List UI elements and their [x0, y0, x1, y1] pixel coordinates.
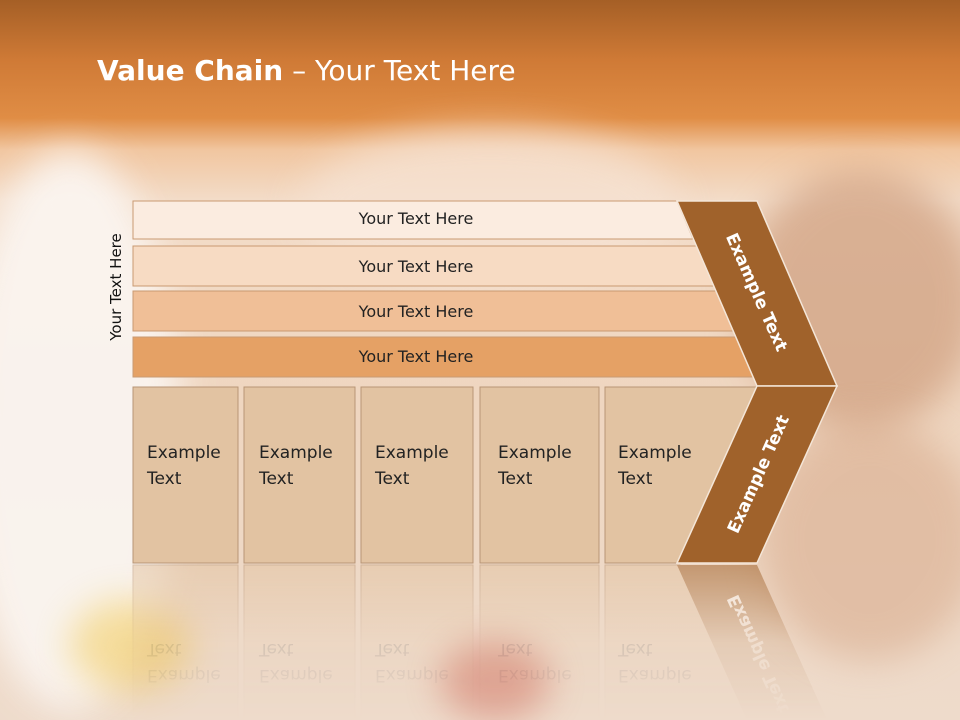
box-3	[360, 386, 474, 564]
box-5-text-line2-reflection: Text	[617, 639, 653, 659]
bar-3-label: Your Text Here	[358, 302, 474, 321]
slide-title: Value Chain – Your Text Here	[97, 54, 516, 87]
arrow-bottom-reflection	[677, 565, 828, 720]
box-3-reflection	[360, 564, 474, 720]
box-1	[132, 386, 239, 564]
title-bold: Value Chain	[97, 54, 284, 87]
box-3-text-line1: Example	[375, 443, 449, 463]
box-2-text-line2: Text	[258, 469, 294, 489]
box-2-text-line1: Example	[259, 443, 333, 463]
box-1-text-line2: Text	[146, 469, 182, 489]
box-2-reflection	[243, 564, 356, 720]
box-2	[243, 386, 356, 564]
box-5-text-line1-reflection: Example	[618, 665, 692, 685]
box-3-text-line2-reflection: Text	[374, 639, 410, 659]
bar-4-label: Your Text Here	[358, 347, 474, 366]
box-4-text-line2-reflection: Text	[497, 639, 533, 659]
bar-2-label: Your Text Here	[358, 257, 474, 276]
box-1-text-line2-reflection: Text	[146, 639, 182, 659]
box-1-text-line1-reflection: Example	[147, 665, 221, 685]
box-4-reflection	[479, 564, 600, 720]
arrow-bottom-segment	[675, 385, 839, 564]
box-1-reflection	[132, 564, 239, 720]
box-3-text-line2: Text	[374, 469, 410, 489]
title-rest: – Your Text Here	[283, 54, 516, 87]
box-2-text-line1-reflection: Example	[259, 665, 333, 685]
box-4-text-line1: Example	[498, 443, 572, 463]
box-5-text-line2: Text	[617, 469, 653, 489]
box-2-text-line2-reflection: Text	[258, 639, 294, 659]
box-1-text-line1: Example	[147, 443, 221, 463]
box-4	[479, 386, 600, 564]
box-4-text-line2: Text	[497, 469, 533, 489]
box-3-text-line1-reflection: Example	[375, 665, 449, 685]
bar-1-label: Your Text Here	[358, 209, 474, 228]
box-5-text-line1: Example	[618, 443, 692, 463]
box-4-text-line1-reflection: Example	[498, 665, 572, 685]
